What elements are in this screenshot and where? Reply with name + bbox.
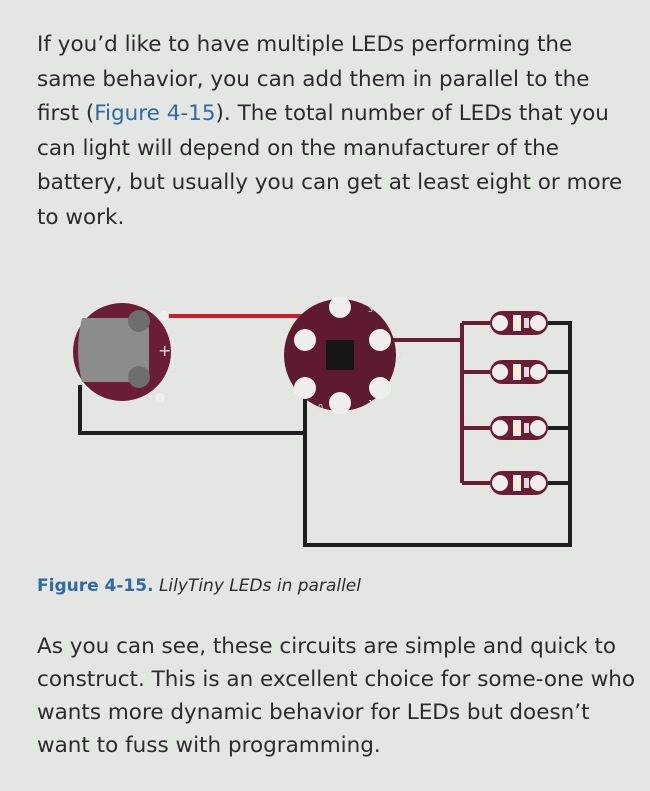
- intro-paragraph: If you’d like to have multiple LEDs perf…: [37, 28, 637, 235]
- caption-text: LilyTiny LEDs in parallel: [158, 576, 361, 596]
- led-board: [490, 471, 548, 495]
- pin-label: 1: [368, 399, 373, 408]
- battery-holder: +: [73, 303, 171, 403]
- pin-label: 0: [318, 403, 323, 412]
- text: If you’d like to have multiple LEDs perf…: [37, 32, 590, 126]
- lilytiny-board: 3 2 1 0: [284, 296, 403, 414]
- text: ). The total number of LEDs that you can…: [37, 101, 623, 230]
- led-board: [490, 311, 548, 335]
- closing-paragraph: As you can see, these circuits are simpl…: [37, 634, 636, 758]
- figure-caption: Figure 4-15. LilyTiny LEDs in parallel: [37, 576, 361, 596]
- red-wire: [164, 314, 307, 342]
- black-wire-ground: [303, 321, 572, 547]
- pin-label: 2: [398, 351, 403, 360]
- figure-number: Figure 4-15.: [37, 576, 154, 596]
- led-board: [490, 360, 548, 384]
- plus-mark: +: [158, 341, 171, 360]
- figure-link[interactable]: Figure 4-15: [94, 101, 216, 126]
- led-board: [490, 416, 548, 440]
- pin-label: 3: [368, 305, 373, 314]
- black-wire-battery: [78, 385, 305, 435]
